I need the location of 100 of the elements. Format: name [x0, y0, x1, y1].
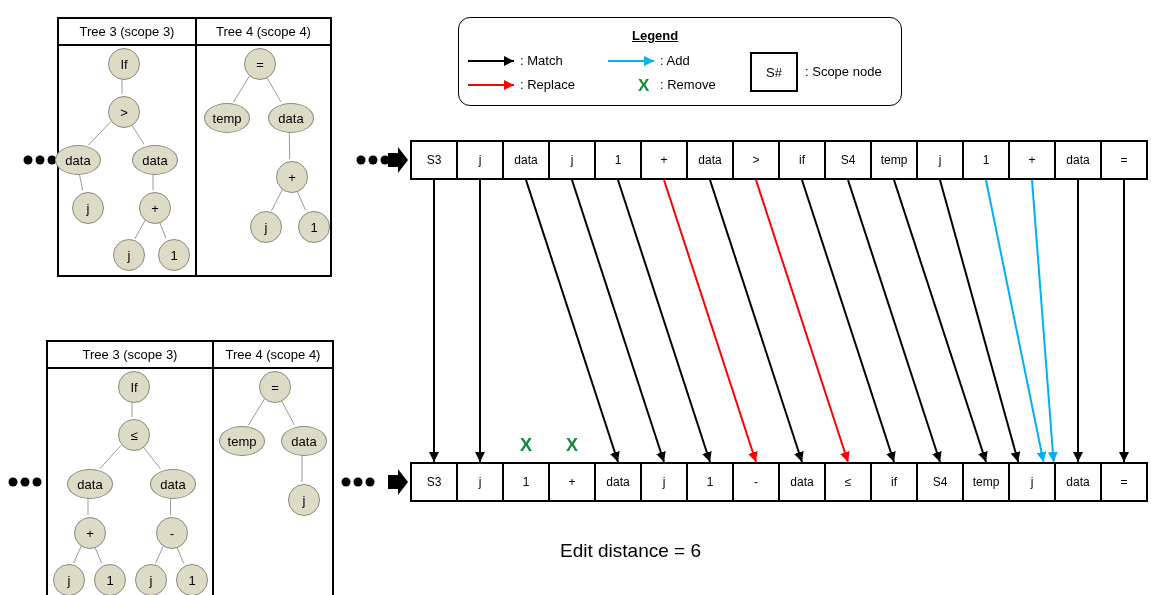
sequence-cell: S3 [410, 462, 458, 502]
sequence-cell: j [1008, 462, 1056, 502]
sequence-cell: 1 [686, 462, 734, 502]
sequence-cell: j [640, 462, 688, 502]
tree-node: j [72, 192, 104, 224]
arrow [525, 179, 620, 463]
arrow [475, 179, 485, 463]
tree-node: data [281, 426, 327, 456]
tree-node: If [108, 48, 140, 80]
sequence-cell: = [1100, 140, 1148, 180]
sequence-cell: ≤ [824, 462, 872, 502]
arrow [663, 179, 758, 463]
tree-branch [248, 398, 266, 426]
tree-node: j [53, 564, 85, 595]
tree-branch [99, 444, 122, 470]
sequence-cell: data [1054, 462, 1102, 502]
tree-node: j [288, 484, 320, 516]
sequence-cell: - [732, 462, 780, 502]
tree-branch [169, 496, 172, 516]
tree-node: + [74, 517, 106, 549]
tree-branch [121, 77, 123, 95]
legend-title: Legend [632, 28, 679, 43]
tree-node: - [156, 517, 188, 549]
sequence-cell: if [870, 462, 918, 502]
tree-node: data [55, 145, 101, 175]
arrow [847, 179, 942, 463]
legend-label: : Add [660, 53, 690, 68]
tree-node: ≤ [118, 419, 150, 451]
panel-title: Tree 4 (scope 4) [225, 347, 321, 362]
arrow [893, 179, 988, 463]
tree-node: j [135, 564, 167, 595]
tree-node: 1 [298, 211, 330, 243]
sequence-cell: 1 [962, 140, 1010, 180]
sequence-cell: temp [870, 140, 918, 180]
arrow [985, 179, 1047, 463]
tree-branch [280, 398, 295, 426]
tree-branch [78, 172, 84, 191]
tree-branch [155, 545, 164, 564]
sequence-cell: data [686, 140, 734, 180]
tree-node: 1 [176, 564, 208, 595]
remove-mark: X [638, 76, 650, 96]
tree-node: + [276, 161, 308, 193]
tree-branch [233, 75, 251, 103]
sequence-cell: S4 [916, 462, 964, 502]
sequence-cell: data [1054, 140, 1102, 180]
arrow [1073, 179, 1083, 463]
sequence-cell: j [548, 140, 596, 180]
sequence-cell: 1 [502, 462, 550, 502]
panel-title: Tree 3 (scope 3) [79, 24, 175, 39]
tree-node: j [250, 211, 282, 243]
tree-node: data [132, 145, 178, 175]
scope-node-sample: S# [750, 52, 798, 92]
edit-distance-text: Edit distance = 6 [560, 540, 701, 562]
sequence-cell: j [456, 140, 504, 180]
remove-mark: X [520, 435, 532, 456]
remove-mark: X [566, 435, 578, 456]
tree-node: data [67, 469, 113, 499]
sequence-cell: data [778, 462, 826, 502]
legend-label: : Match [520, 53, 563, 68]
tree-node: 1 [94, 564, 126, 595]
tree-node: 1 [158, 239, 190, 271]
sequence-cell: S4 [824, 140, 872, 180]
tree-node: = [244, 48, 276, 80]
tree-branch [87, 121, 112, 146]
sequence-cell: = [1100, 462, 1148, 502]
arrow [939, 179, 1021, 463]
arrow [1031, 179, 1058, 463]
tree-node: + [139, 192, 171, 224]
tree-branch [152, 172, 154, 191]
tree-branch [131, 400, 133, 418]
tree-branch [288, 130, 291, 160]
arrow [801, 179, 896, 463]
tree-branch [73, 545, 82, 564]
sequence-cell: data [594, 462, 642, 502]
tree-node: data [150, 469, 196, 499]
sequence-cell: + [1008, 140, 1056, 180]
tree-branch [87, 496, 89, 516]
arrow [1119, 179, 1129, 463]
sequence-cell: S3 [410, 140, 458, 180]
tree-node: temp [204, 103, 250, 133]
panel-title: Tree 4 (scope 4) [216, 24, 311, 39]
tree-branch [141, 445, 161, 470]
sequence-cell: j [456, 462, 504, 502]
arrow [709, 179, 804, 463]
sequence-cell: temp [962, 462, 1010, 502]
tree-node: data [268, 103, 314, 133]
tree-branch [175, 545, 185, 564]
sequence-cell: j [916, 140, 964, 180]
arrow [429, 179, 439, 463]
tree-node: = [259, 371, 291, 403]
arrow [571, 179, 666, 463]
tree-branch [270, 188, 284, 212]
tree-branch [134, 219, 146, 240]
arrow [617, 179, 712, 463]
sequence-cell: data [502, 140, 550, 180]
legend-label: : Scope node [805, 64, 882, 79]
legend-label: : Remove [660, 77, 716, 92]
tree-node: > [108, 96, 140, 128]
tree-branch [265, 75, 282, 103]
sequence-cell: + [640, 140, 688, 180]
